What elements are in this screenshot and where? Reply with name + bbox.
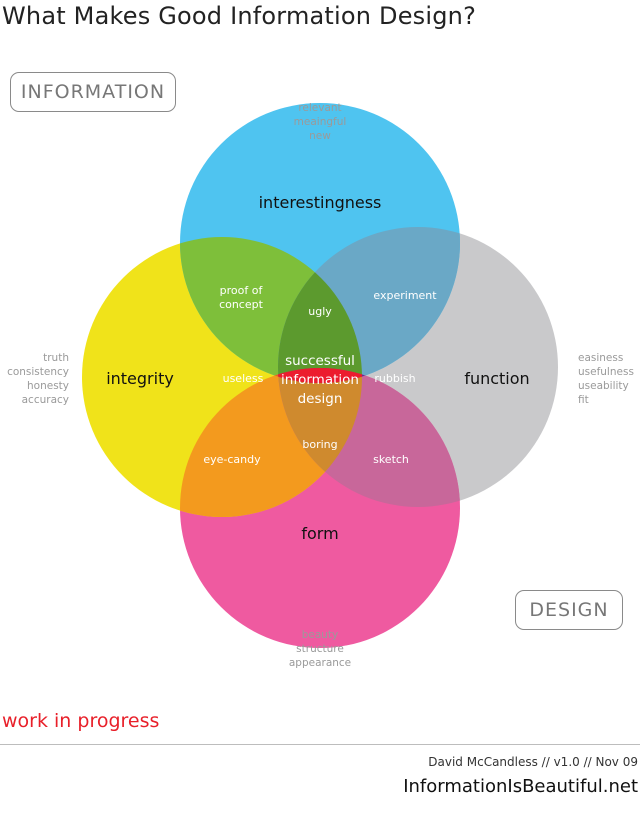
descriptor: beauty	[301, 629, 339, 641]
label-function: function	[464, 369, 530, 388]
work-in-progress-note: work in progress	[2, 710, 160, 732]
descriptor: consistency	[7, 366, 69, 378]
descriptor: honesty	[27, 380, 69, 392]
descriptor: appearance	[288, 657, 352, 669]
descriptor: fit	[578, 394, 589, 406]
label-proof-of-concept: proof of concept	[219, 284, 263, 311]
label-experiment: experiment	[373, 289, 437, 302]
footer-divider	[0, 744, 640, 745]
descriptor: relevant	[298, 102, 342, 114]
integrity-descriptors: truth consistency honesty accuracy	[0, 351, 69, 407]
design-tag: DESIGN	[515, 590, 623, 630]
descriptor: accuracy	[21, 394, 69, 406]
interestingness-descriptors: relevant meaingful new	[270, 101, 370, 143]
label-eye-candy: eye-candy	[203, 453, 261, 466]
label-successful-information-design: successful information design	[281, 353, 359, 407]
label-useless: useless	[222, 372, 264, 385]
label-integrity: integrity	[106, 369, 174, 388]
descriptor: new	[309, 130, 331, 142]
credit-line: David McCandless // v1.0 // Nov 09	[428, 755, 638, 769]
overlap-sketch	[278, 368, 460, 507]
label-boring: boring	[302, 438, 338, 451]
descriptor: meaingful	[293, 116, 347, 128]
label-rubbish: rubbish	[374, 372, 416, 385]
function-descriptors: easiness usefulness useability fit	[578, 351, 640, 407]
label-sketch: sketch	[373, 453, 409, 466]
page-title: What Makes Good Information Design?	[2, 2, 477, 30]
site-name: InformationIsBeautiful.net	[403, 776, 638, 797]
descriptor: structure	[296, 643, 344, 655]
label-interestingness: interestingness	[258, 193, 382, 212]
descriptor: useability	[578, 380, 629, 392]
form-descriptors: beauty structure appearance	[270, 628, 370, 670]
descriptor: truth	[43, 352, 69, 364]
information-tag: INFORMATION	[10, 72, 176, 112]
label-ugly: ugly	[308, 305, 332, 318]
descriptor: easiness	[578, 352, 624, 364]
descriptor: usefulness	[578, 366, 634, 378]
label-form: form	[301, 524, 339, 543]
